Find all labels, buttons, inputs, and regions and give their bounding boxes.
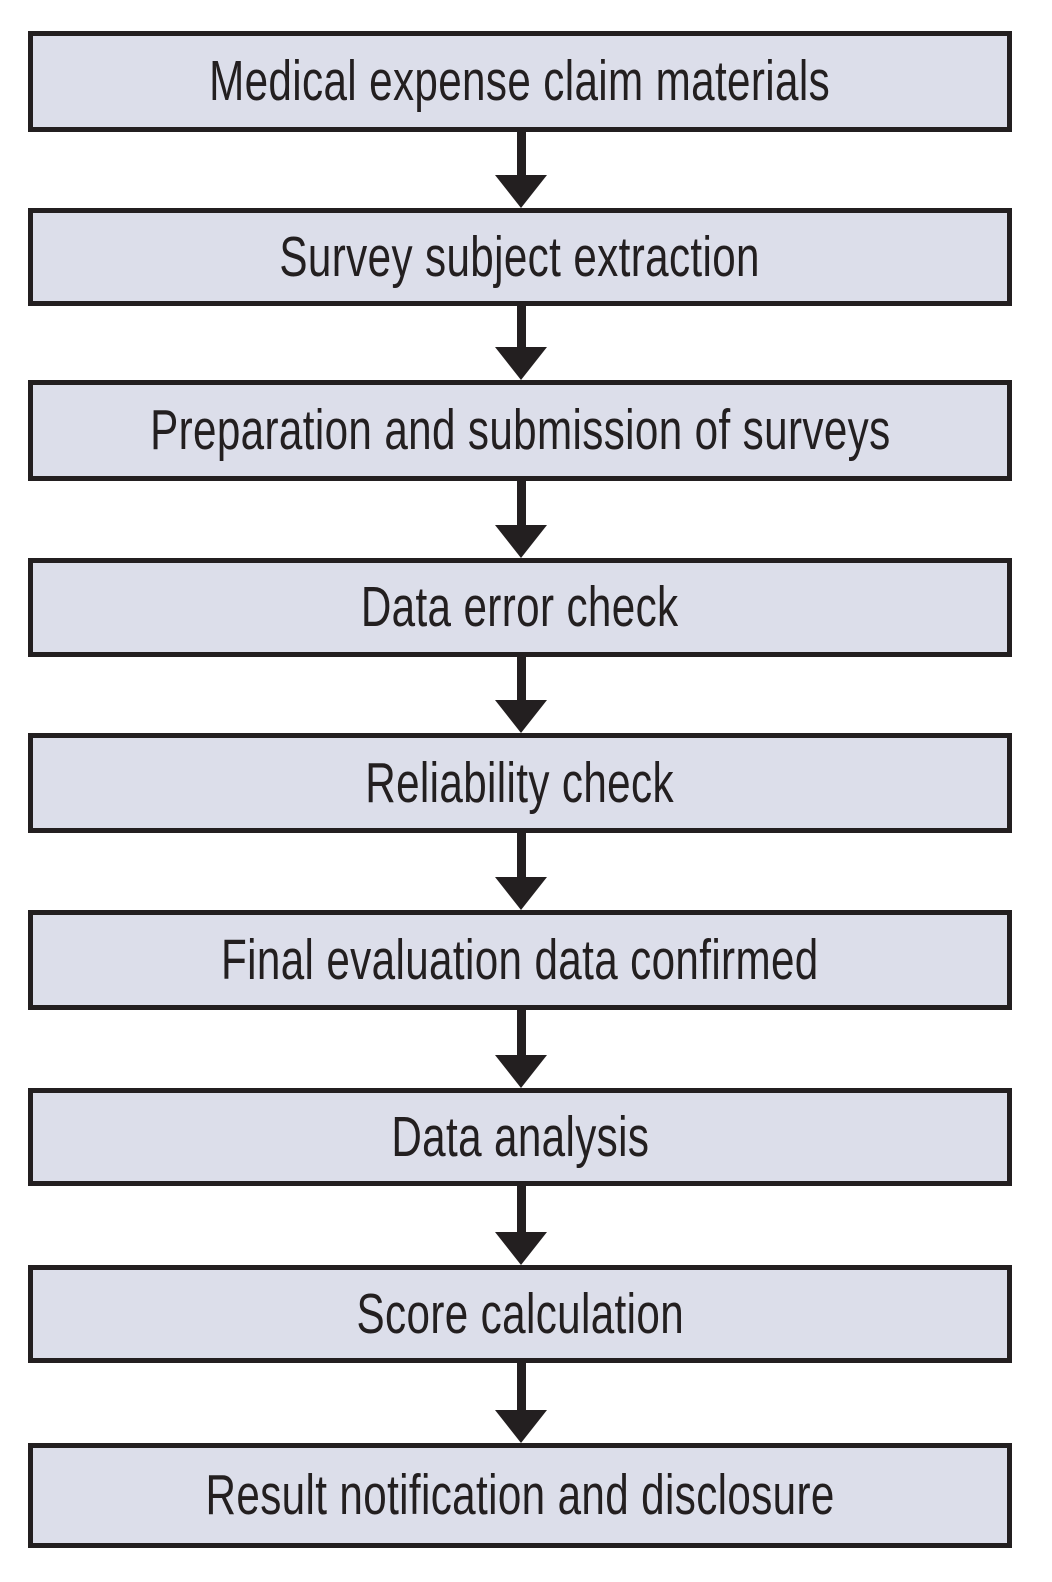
flow-step-4: Data error check: [28, 558, 1012, 657]
connector-arrow-1-to-2: [0, 132, 1052, 208]
flow-step-6: Final evaluation data confirmed: [28, 910, 1012, 1010]
flow-step-1-label: Medical expense claim materials: [209, 49, 831, 113]
flow-step-4-label: Data error check: [361, 575, 679, 639]
flow-step-1: Medical expense claim materials: [28, 31, 1012, 132]
connector-arrow-7-to-8: [0, 1186, 1052, 1265]
connector-arrow-5-to-6: [0, 833, 1052, 910]
connector-arrow-4-to-5: [0, 657, 1052, 733]
flow-step-6-label: Final evaluation data confirmed: [221, 927, 819, 992]
flow-step-7: Data analysis: [28, 1088, 1012, 1186]
flow-step-2: Survey subject extraction: [28, 208, 1012, 306]
flow-step-3: Preparation and submission of surveys: [28, 380, 1012, 481]
flow-step-5-label: Reliability check: [365, 750, 675, 815]
flow-step-9: Result notification and disclosure: [28, 1443, 1012, 1548]
connector-arrow-2-to-3: [0, 306, 1052, 380]
connector-arrow-3-to-4: [0, 481, 1052, 558]
connector-arrow-6-to-7: [0, 1010, 1052, 1088]
flow-step-3-label: Preparation and submission of surveys: [149, 398, 891, 462]
flow-step-8: Score calculation: [28, 1265, 1012, 1363]
flow-step-7-label: Data analysis: [390, 1104, 650, 1169]
connector-arrow-8-to-9: [0, 1363, 1052, 1443]
flow-step-5: Reliability check: [28, 733, 1012, 833]
flow-step-8-label: Score calculation: [356, 1281, 684, 1346]
flow-step-2-label: Survey subject extraction: [279, 224, 761, 289]
flow-step-9-label: Result notification and disclosure: [205, 1463, 835, 1527]
